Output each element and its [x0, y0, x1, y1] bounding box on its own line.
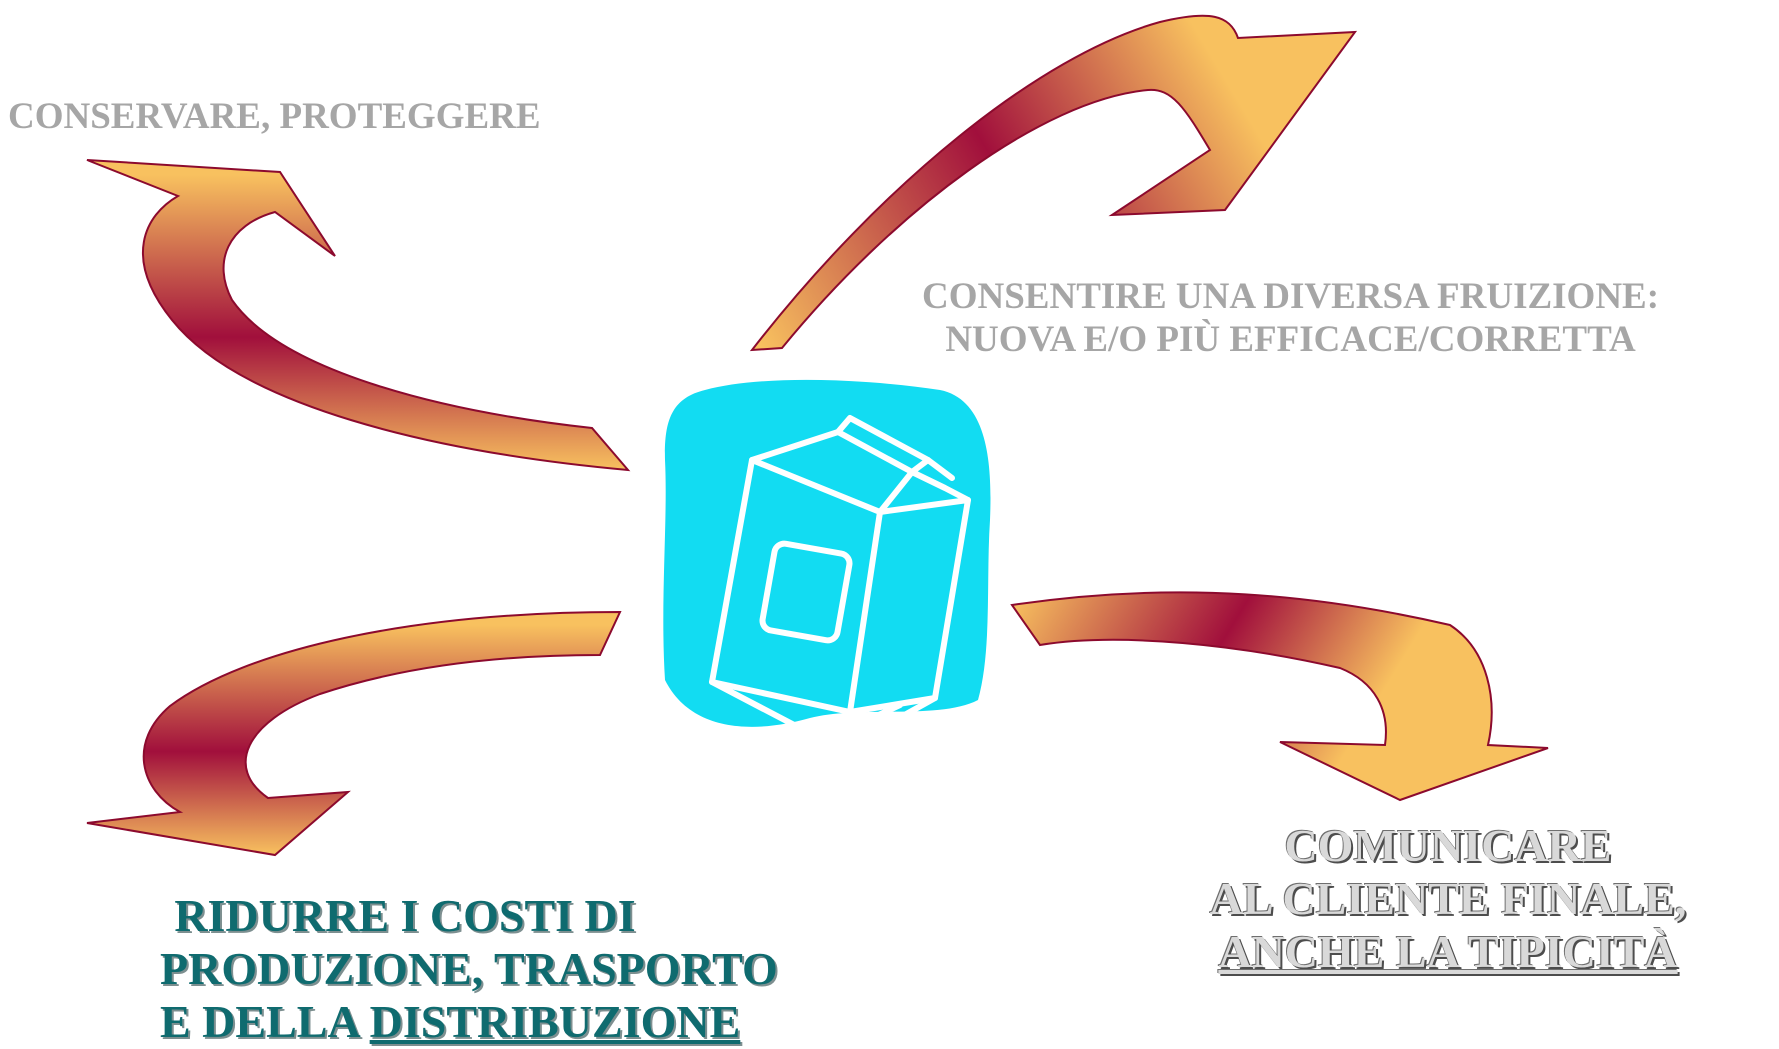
- label-ridurre-line3-underlined: DISTRIBUZIONE: [369, 995, 741, 1047]
- label-ridurre: RIDURRE I COSTI DI PRODUZIONE, TRASPORTO…: [160, 890, 778, 1049]
- label-comunicare-line3: ANCHE LA TIPICITÀ: [1218, 925, 1678, 977]
- curved-arrow-top-right: [749, 14, 1358, 352]
- label-comunicare-line2: AL CLIENTE FINALE,: [1209, 872, 1687, 924]
- curved-arrow-top-left: [86, 159, 631, 472]
- curved-arrow-bottom-left: [86, 610, 622, 857]
- label-consentire-line2: NUOVA E/O PIÙ EFFICACE/CORRETTA: [945, 318, 1636, 360]
- label-ridurre-line2: PRODUZIONE, TRASPORTO: [160, 942, 778, 994]
- label-conservare: CONSERVARE, PROTEGGERE: [8, 96, 541, 137]
- label-comunicare-line1: COMUNICARE: [1284, 820, 1612, 871]
- label-ridurre-line3: E DELLA DISTRIBUZIONE: [160, 995, 740, 1049]
- curved-arrow-bottom-right: [1010, 591, 1549, 802]
- label-consentire-line1: CONSENTIRE UNA DIVERSA FRUIZIONE:: [922, 276, 1660, 317]
- label-comunicare: COMUNICARE AL CLIENTE FINALE, ANCHE LA T…: [1178, 820, 1718, 979]
- label-consentire: CONSENTIRE UNA DIVERSA FRUIZIONE: NUOVA …: [922, 276, 1659, 361]
- label-ridurre-line1: RIDURRE I COSTI DI: [174, 890, 636, 941]
- milk-carton-icon: [709, 415, 971, 753]
- label-ridurre-line3-plain: E DELLA: [160, 995, 370, 1047]
